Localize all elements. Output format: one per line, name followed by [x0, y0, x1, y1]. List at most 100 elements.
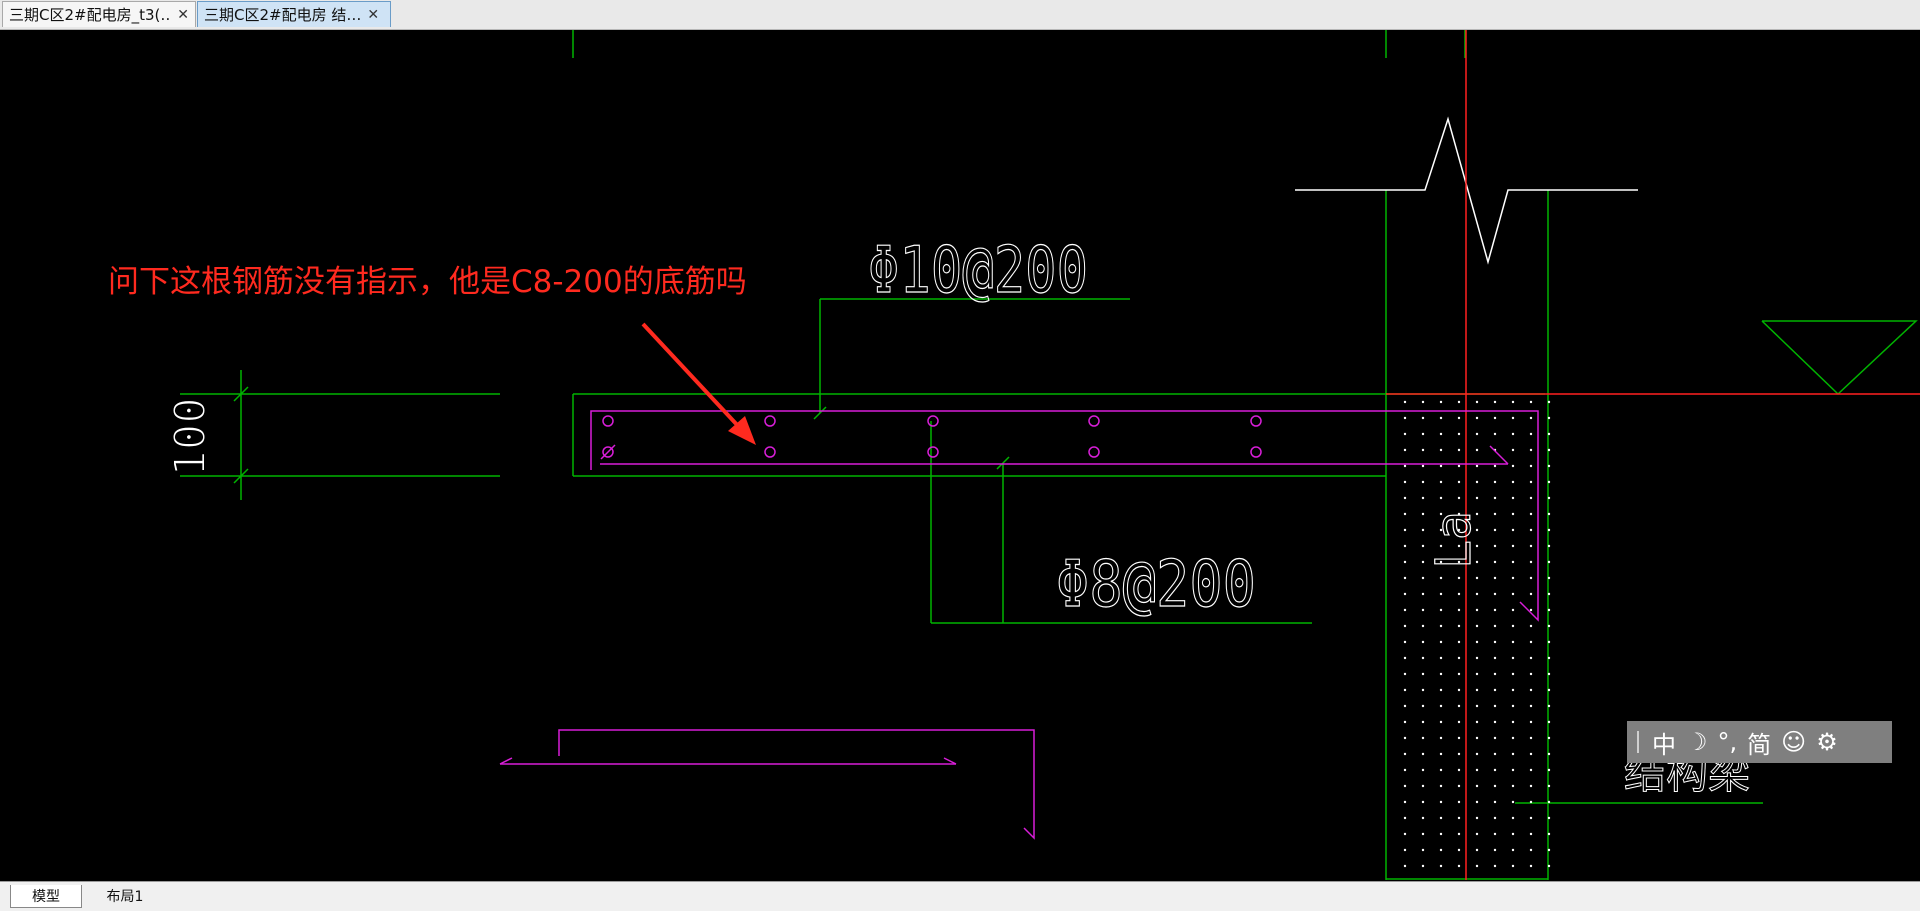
hatch-dot: [1439, 832, 1443, 836]
tab-layout1[interactable]: 布局1: [106, 889, 144, 905]
hatch-dot: [1403, 816, 1407, 820]
hatch-dot: [1529, 864, 1533, 868]
drawing-texts: 100 Φ10@200 Φ8@200 La 结构梁: [164, 233, 1751, 798]
hatch-dot: [1511, 736, 1515, 740]
hatch-dot: [1439, 704, 1443, 708]
hatch-dot: [1547, 656, 1551, 660]
hatch-dot: [1511, 816, 1515, 820]
hatch-dot: [1457, 592, 1461, 596]
hatch-dot: [1439, 416, 1443, 420]
hatch-dot: [1529, 480, 1533, 484]
simplified-icon[interactable]: 简: [1747, 730, 1772, 759]
hatch-dot: [1439, 560, 1443, 564]
bottom-rebar-label: Φ8@200: [1056, 548, 1256, 622]
hatch-dot: [1439, 720, 1443, 724]
hatch-dot: [1439, 512, 1443, 516]
gear-icon[interactable]: ⚙: [1816, 728, 1838, 756]
document-tab-1[interactable]: 三期C区2#配电房_t3(… ✕: [2, 1, 196, 27]
hatch-dot: [1475, 512, 1479, 516]
hatch-dot: [1529, 672, 1533, 676]
hatch-dot: [1457, 512, 1461, 516]
hatch-dot: [1457, 672, 1461, 676]
hatch-dot: [1529, 512, 1533, 516]
hatch-dot: [1475, 416, 1479, 420]
hatch-dot: [1457, 784, 1461, 788]
hatch-dot: [1439, 528, 1443, 532]
hatch-dot: [1403, 544, 1407, 548]
hatch-dot: [1547, 512, 1551, 516]
hatch-dot: [1511, 464, 1515, 468]
hatch-dot: [1457, 688, 1461, 692]
hatch-dot: [1547, 496, 1551, 500]
hatch-dot: [1439, 544, 1443, 548]
hatch-dot: [1547, 752, 1551, 756]
hatch-dot: [1511, 832, 1515, 836]
hatch-dot: [1511, 624, 1515, 628]
hatch-dot: [1547, 640, 1551, 644]
punctuation-icon[interactable]: °,: [1717, 728, 1738, 756]
hatch-dot: [1511, 576, 1515, 580]
hatch-dot: [1439, 864, 1443, 868]
document-tab-bar: 三期C区2#配电房_t3(… ✕ 三期C区2#配电房 结… ✕: [0, 0, 1920, 30]
emoji-icon[interactable]: ☺: [1781, 728, 1807, 756]
hatch-dot: [1403, 768, 1407, 772]
hatch-dot: [1457, 752, 1461, 756]
hatch-dot: [1403, 480, 1407, 484]
tab-label: 三期C区2#配电房 结…: [204, 6, 362, 24]
hatch-dot: [1475, 576, 1479, 580]
hatch-dot: [1457, 528, 1461, 532]
hatch-dot: [1493, 400, 1497, 404]
chinese-mode-button[interactable]: 中: [1652, 730, 1676, 759]
hatch-dot: [1475, 864, 1479, 868]
red-axis-lines: [1386, 30, 1920, 880]
hatch-dot: [1421, 560, 1425, 564]
hatch-dot: [1547, 736, 1551, 740]
hatch-dot: [1403, 432, 1407, 436]
close-icon[interactable]: ✕: [177, 6, 189, 23]
concrete-hatch: [1403, 400, 1551, 868]
hatch-dot: [1475, 816, 1479, 820]
hatch-dot: [1547, 848, 1551, 852]
hatch-dot: [1493, 832, 1497, 836]
hatch-dot: [1493, 640, 1497, 644]
close-icon[interactable]: ✕: [367, 6, 380, 23]
hatch-dot: [1421, 432, 1425, 436]
hatch-dot: [1403, 608, 1407, 612]
hatch-dot: [1529, 768, 1533, 772]
document-tab-2[interactable]: 三期C区2#配电房 结… ✕: [197, 1, 391, 27]
tab-model[interactable]: 模型: [10, 885, 82, 908]
hatch-dot: [1457, 832, 1461, 836]
hatch-dot: [1421, 400, 1425, 404]
hatch-dot: [1475, 544, 1479, 548]
hatch-dot: [1403, 704, 1407, 708]
hatch-dot: [1511, 752, 1515, 756]
hatch-dot: [1529, 560, 1533, 564]
hatch-dot: [1475, 528, 1479, 532]
grip-icon[interactable]: [1637, 731, 1642, 753]
hatch-dot: [1439, 752, 1443, 756]
hatch-dot: [1475, 784, 1479, 788]
hatch-dot: [1511, 784, 1515, 788]
hatch-dot: [1403, 656, 1407, 660]
hatch-dot: [1421, 624, 1425, 628]
hatch-dot: [1493, 576, 1497, 580]
moon-icon[interactable]: ☽: [1686, 728, 1708, 756]
hatch-dot: [1421, 464, 1425, 468]
hatch-dot: [1403, 624, 1407, 628]
hatch-dot: [1439, 640, 1443, 644]
hatch-dot: [1457, 608, 1461, 612]
hatch-dot: [1439, 400, 1443, 404]
hatch-dot: [1493, 512, 1497, 516]
cad-drawing-canvas[interactable]: 100 Φ10@200 Φ8@200 La 结构梁: [0, 29, 1920, 881]
hatch-dot: [1547, 592, 1551, 596]
hatch-dot: [1439, 672, 1443, 676]
ime-toolbar[interactable]: 中 ☽ °, 简 ☺ ⚙: [1627, 721, 1892, 763]
white-linework: [1295, 116, 1638, 265]
hatch-dot: [1439, 688, 1443, 692]
hatch-dot: [1457, 480, 1461, 484]
hatch-dot: [1493, 592, 1497, 596]
hatch-dot: [1421, 448, 1425, 452]
hatch-dot: [1475, 432, 1479, 436]
hatch-dot: [1511, 688, 1515, 692]
hatch-dot: [1547, 816, 1551, 820]
